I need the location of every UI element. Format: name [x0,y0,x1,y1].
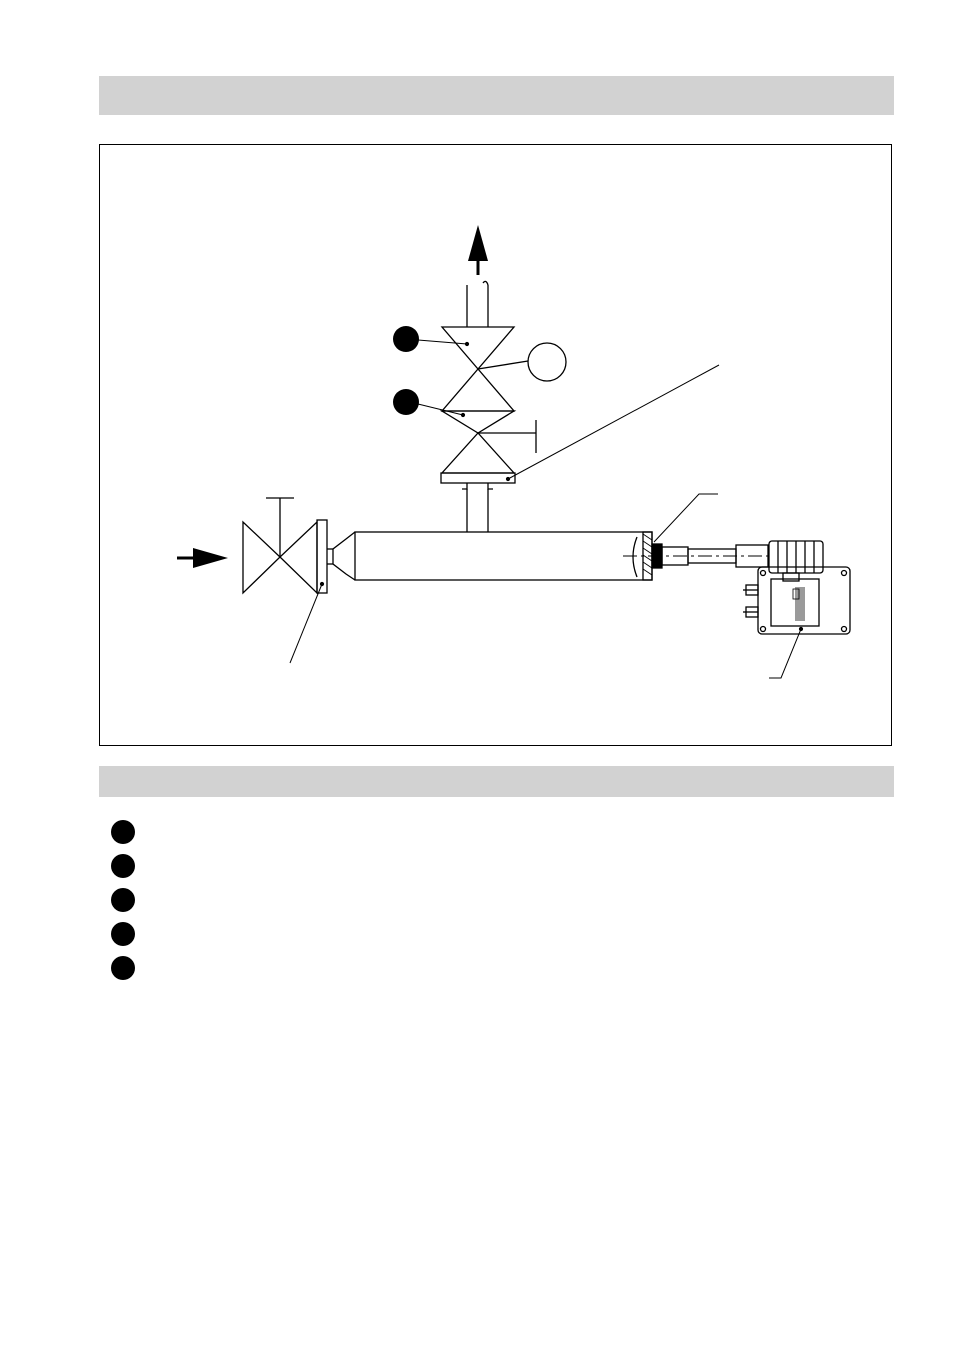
inlet-arrow-icon [177,548,228,568]
legend-marker-5 [111,956,135,980]
callout-lines [289,339,804,679]
inlet-cone [327,531,356,581]
callout-marker-2 [393,389,419,415]
outlet-pipe [466,280,489,327]
flange-neck [462,483,493,490]
upper-valve [440,326,567,412]
legend-marker-2 [111,854,135,878]
electronics-housing [743,566,851,635]
legend-marker-1 [111,820,135,844]
installation-diagram [177,225,851,679]
diagram-frame [99,144,892,746]
callout-marker-1 [393,326,419,352]
probe-lance [623,543,771,569]
measuring-tube [354,531,653,581]
upper-flange [440,472,516,484]
legend-bar [99,766,894,797]
riser-pipe [466,489,489,532]
cooling-fins [768,540,824,582]
inlet-valve [242,497,318,595]
legend-marker-3 [111,888,135,912]
lower-valve [439,410,537,474]
outlet-arrow-icon [468,225,488,275]
header-bar [99,76,894,115]
legend-marker-4 [111,922,135,946]
